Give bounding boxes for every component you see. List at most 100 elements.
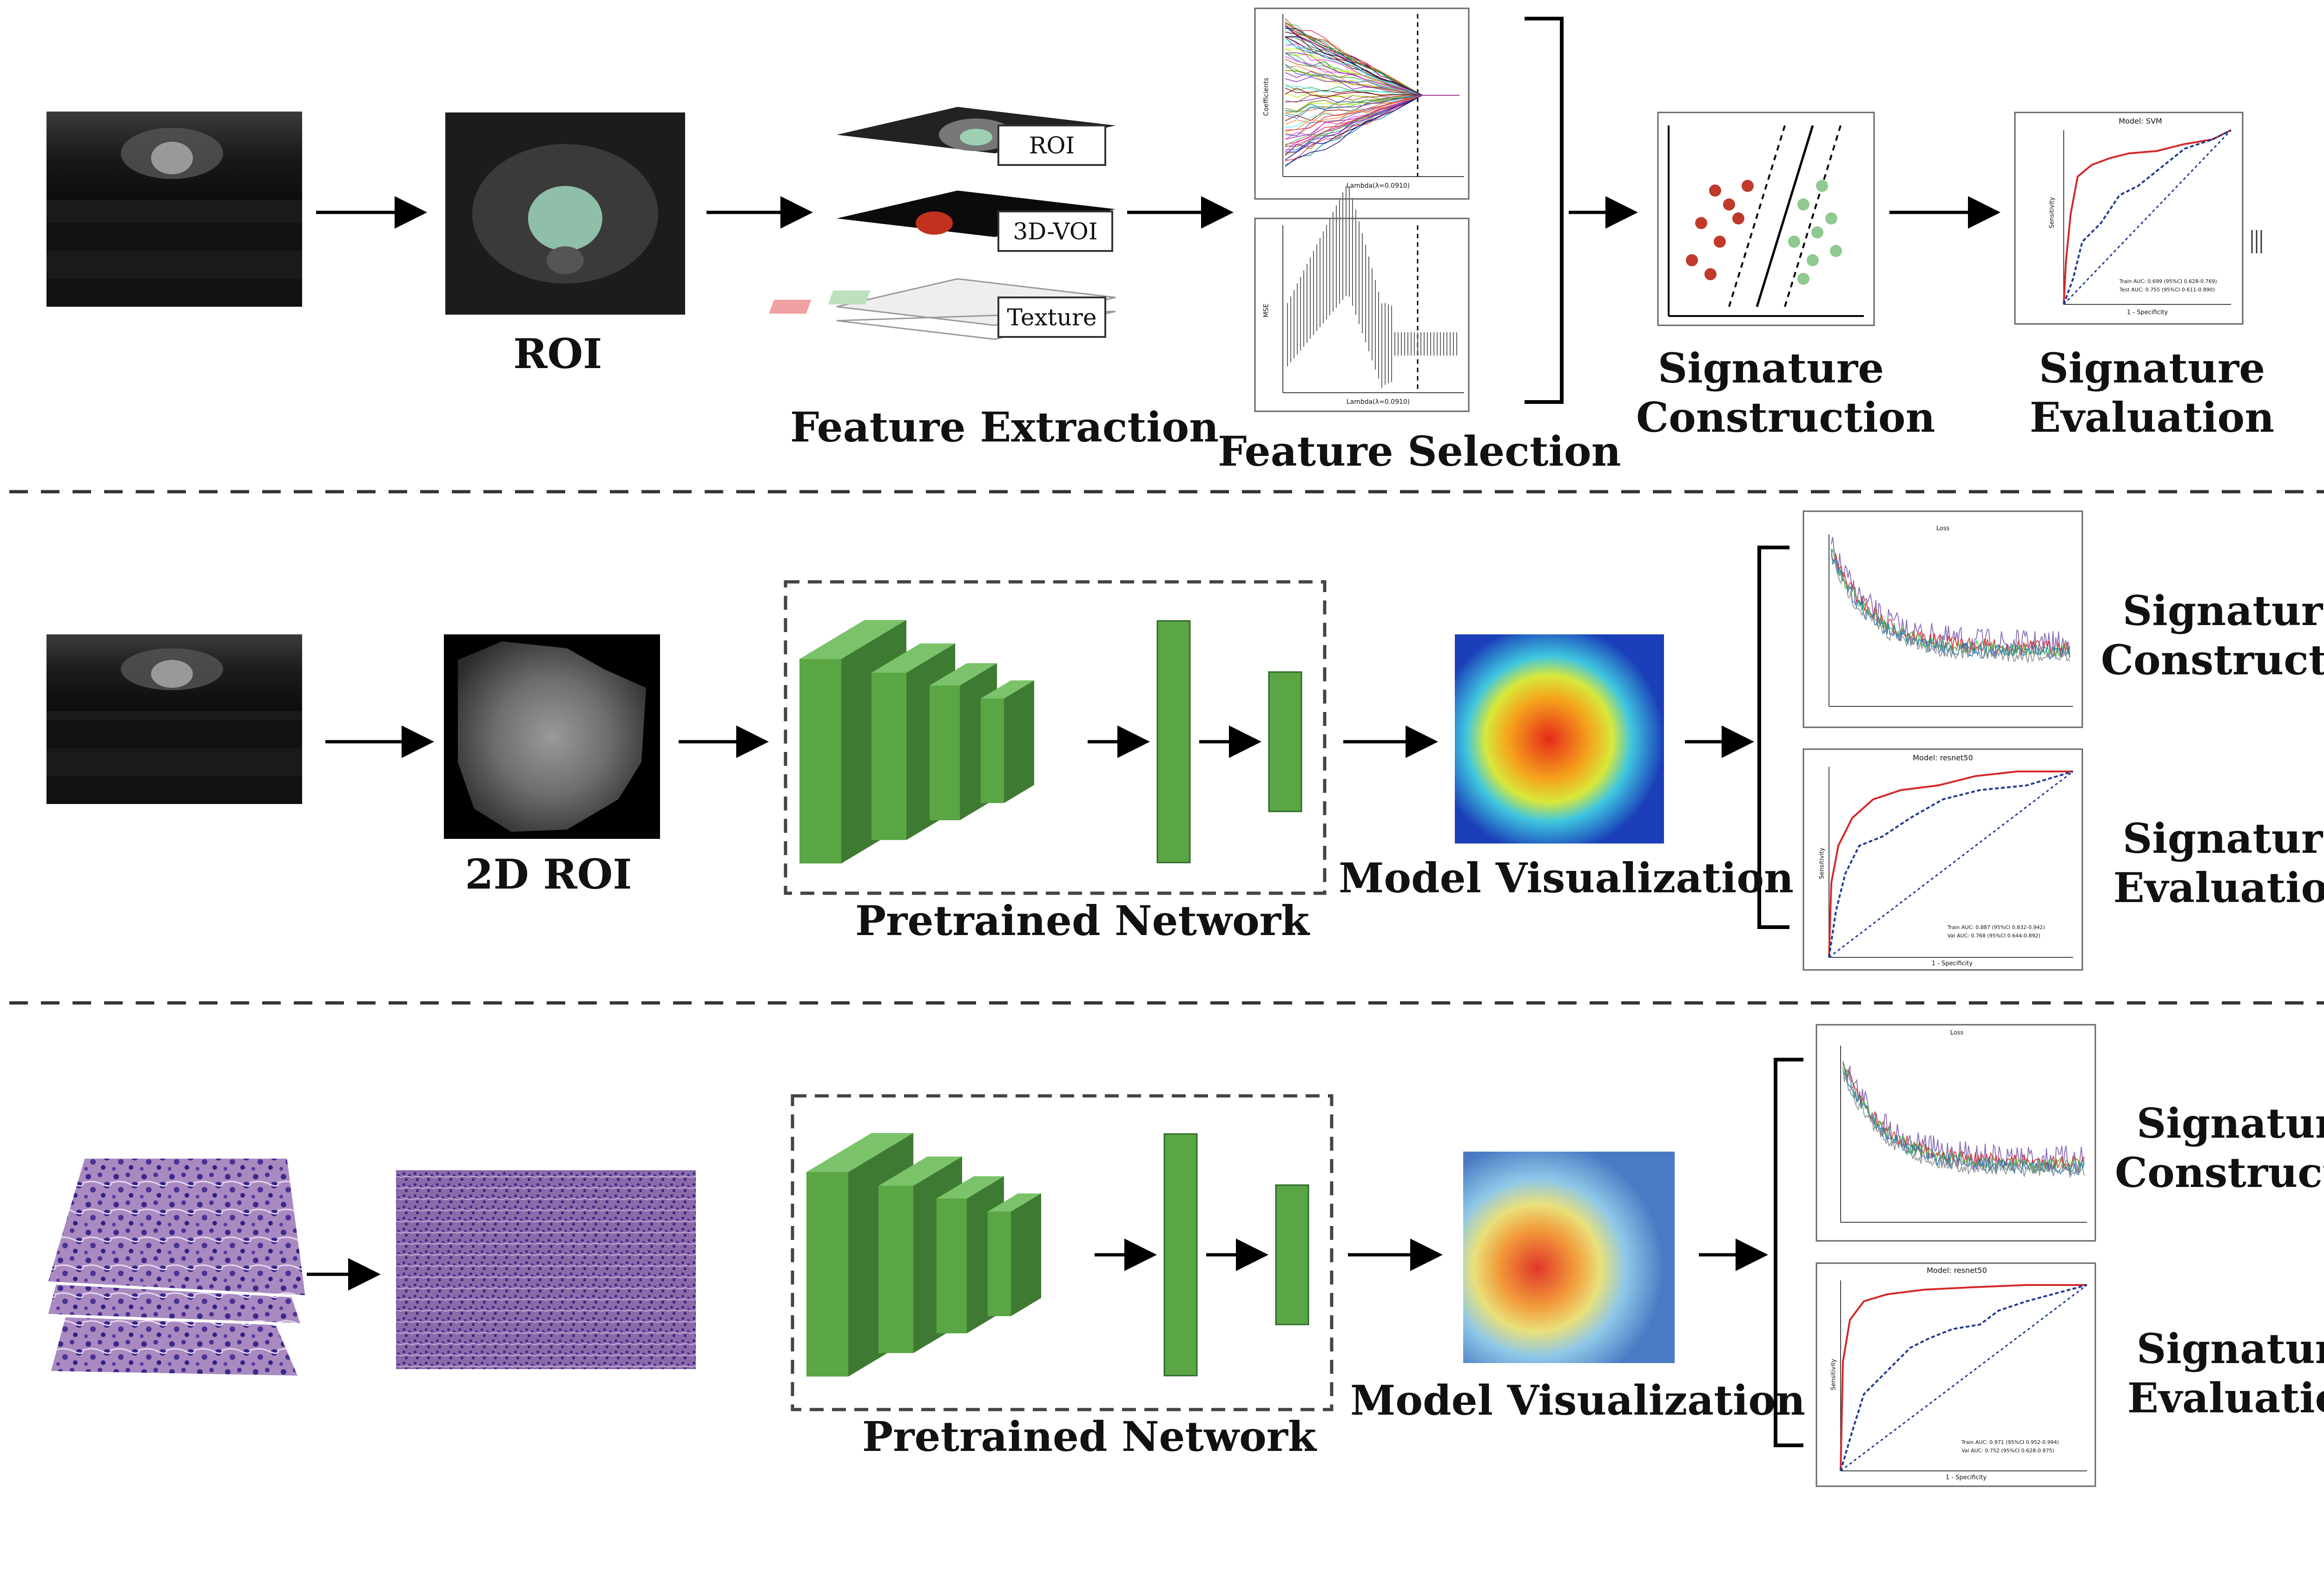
network-box-row2 <box>784 580 1327 895</box>
loss-curve <box>1842 1069 2085 1177</box>
roc-plot-row3 <box>1816 1262 2096 1487</box>
feature-extraction-label: Feature Extraction <box>790 403 1219 451</box>
network-box-row3 <box>791 1094 1334 1411</box>
lasso-path <box>1285 65 1459 96</box>
roc-legend-test-row1: Test AUC: 0.755 (95%CI 0.611-0.890) <box>2119 287 2215 293</box>
feature-extraction-stack <box>769 107 1116 340</box>
cnn-block-front <box>878 1186 913 1353</box>
histology-patch <box>396 1170 696 1369</box>
lasso-path <box>1285 76 1459 96</box>
cnn-block-side <box>1004 680 1034 803</box>
signature-construction-label-row1: Signature Construction <box>1636 344 1935 442</box>
cnn-blocks-row3 <box>806 1133 1309 1377</box>
sc2-line2: Construction <box>2101 635 2324 684</box>
cnn-block-top <box>981 680 1034 699</box>
roc-ylabel-row3: Sensitivity <box>1830 1358 1837 1390</box>
cnn-block-side <box>1011 1193 1041 1316</box>
output-bracket-row2 <box>1757 546 1789 929</box>
roi-2d-image <box>444 634 660 839</box>
roi-image <box>445 112 685 315</box>
loss-curve <box>1831 549 2070 660</box>
cnn-block-front <box>988 1212 1011 1316</box>
roc-legend-val-row3: Val AUC: 0.752 (95%CI 0.628-0.875) <box>1961 1448 2054 1454</box>
cnn-blocks-row2 <box>799 620 1302 863</box>
lasso-path <box>1285 87 1459 98</box>
cnn-block-top <box>930 663 997 685</box>
cnn-block-front <box>872 672 906 840</box>
lasso-path <box>1285 64 1459 96</box>
cnn-block-front <box>799 659 841 863</box>
cnn-block-top <box>988 1193 1041 1212</box>
roc-title-row1: Model: SVM <box>2119 117 2162 125</box>
loss-curve <box>1842 1063 2085 1171</box>
se1-line1: Signature <box>2039 344 2265 392</box>
lasso-mse-plot <box>1254 186 1470 412</box>
tag-box-roi <box>997 125 1106 166</box>
class-a-point <box>1723 198 1735 211</box>
visualization-label-row2: Model Visualization <box>1339 854 1794 902</box>
cnn-block-top <box>937 1176 1004 1199</box>
sc3-line2: Construction <box>2115 1148 2324 1197</box>
tag-roi: ROI <box>1029 132 1075 159</box>
class-b-point <box>1788 236 1800 248</box>
heatmap-row2 <box>1455 634 1664 844</box>
dense-layer-2 <box>1275 1184 1309 1325</box>
mri-stack-row2 <box>46 634 302 804</box>
sc1-line2: Construction <box>1636 393 1935 442</box>
class-a-point <box>1704 268 1717 280</box>
heatmap-row3 <box>1463 1152 1675 1363</box>
class-a-point <box>1686 254 1698 266</box>
signature-construction-label-row2: Signature Construction <box>2101 587 2324 685</box>
sc3-line1: Signature <box>2136 1099 2324 1147</box>
loss-plot-row2 <box>1802 510 2083 728</box>
roc-legend-train-row2: Train AUC: 0.887 (95%CI 0.832-0.942) <box>1948 924 2045 930</box>
roi-2d-label: 2D ROI <box>465 850 632 898</box>
lasso-top-ylabel: Coefficients <box>1262 78 1270 116</box>
cnn-block-front <box>937 1199 967 1333</box>
roc-ylabel-row1: Sensitivity <box>2048 197 2056 229</box>
feature-selection-label: Feature Selection <box>1218 427 1621 475</box>
se3-line2: Evaluation <box>2127 1373 2324 1422</box>
class-a-point <box>1732 212 1744 224</box>
visualization-label-row3: Model Visualization <box>1350 1376 1805 1424</box>
class-b-point <box>1811 226 1823 238</box>
selection-bracket <box>1525 17 1564 404</box>
class-b-point <box>1830 245 1842 257</box>
class-b-point <box>1797 198 1809 211</box>
roc-plot-row1 <box>2014 112 2262 325</box>
roc-xlabel-row1: 1 - Specificity <box>2126 309 2168 316</box>
cnn-block-top <box>878 1156 962 1186</box>
lasso-bottom-xlabel: Lambda(λ=0.0910) <box>1346 398 1410 406</box>
lasso-path <box>1285 36 1459 96</box>
class-a-point <box>1742 180 1754 192</box>
lasso-path <box>1285 95 1459 132</box>
dense-layer-2 <box>1268 671 1302 812</box>
lasso-path <box>1285 95 1459 146</box>
lasso-path <box>1285 95 1459 113</box>
class-b-point <box>1797 273 1809 285</box>
tag-texture: Texture <box>1007 304 1097 331</box>
dense-layer-1 <box>1156 620 1191 863</box>
sc1-line1: Signature <box>1657 344 1884 392</box>
mri-stack-row1 <box>46 112 302 307</box>
tag-box-voi <box>997 211 1113 252</box>
lasso-top-xlabel: Lambda(λ=0.0910) <box>1346 182 1410 190</box>
cnn-block-top <box>806 1133 913 1172</box>
sc2-line1: Signature <box>2122 587 2324 635</box>
class-a-point <box>1714 236 1726 248</box>
dense-layer-1 <box>1163 1133 1198 1377</box>
lasso-path <box>1285 94 1459 103</box>
signature-evaluation-label-row3: Signature Evaluation <box>2115 1325 2324 1423</box>
roc-legend-train-row3: Train AUC: 0.971 (95%CI 0.952-0.994) <box>1961 1439 2059 1445</box>
tag-box-texture <box>997 297 1106 338</box>
se3-line1: Signature <box>2136 1325 2324 1373</box>
class-b-point <box>1825 212 1837 224</box>
class-b-point <box>1816 180 1828 192</box>
class-a-point <box>1695 217 1707 229</box>
lasso-path <box>1285 21 1459 96</box>
network-label-row2: Pretrained Network <box>855 896 1309 945</box>
loss-title-row2: Loss <box>1936 525 1950 532</box>
class-b-point <box>1807 254 1819 266</box>
loss-curve <box>1842 1067 2085 1179</box>
